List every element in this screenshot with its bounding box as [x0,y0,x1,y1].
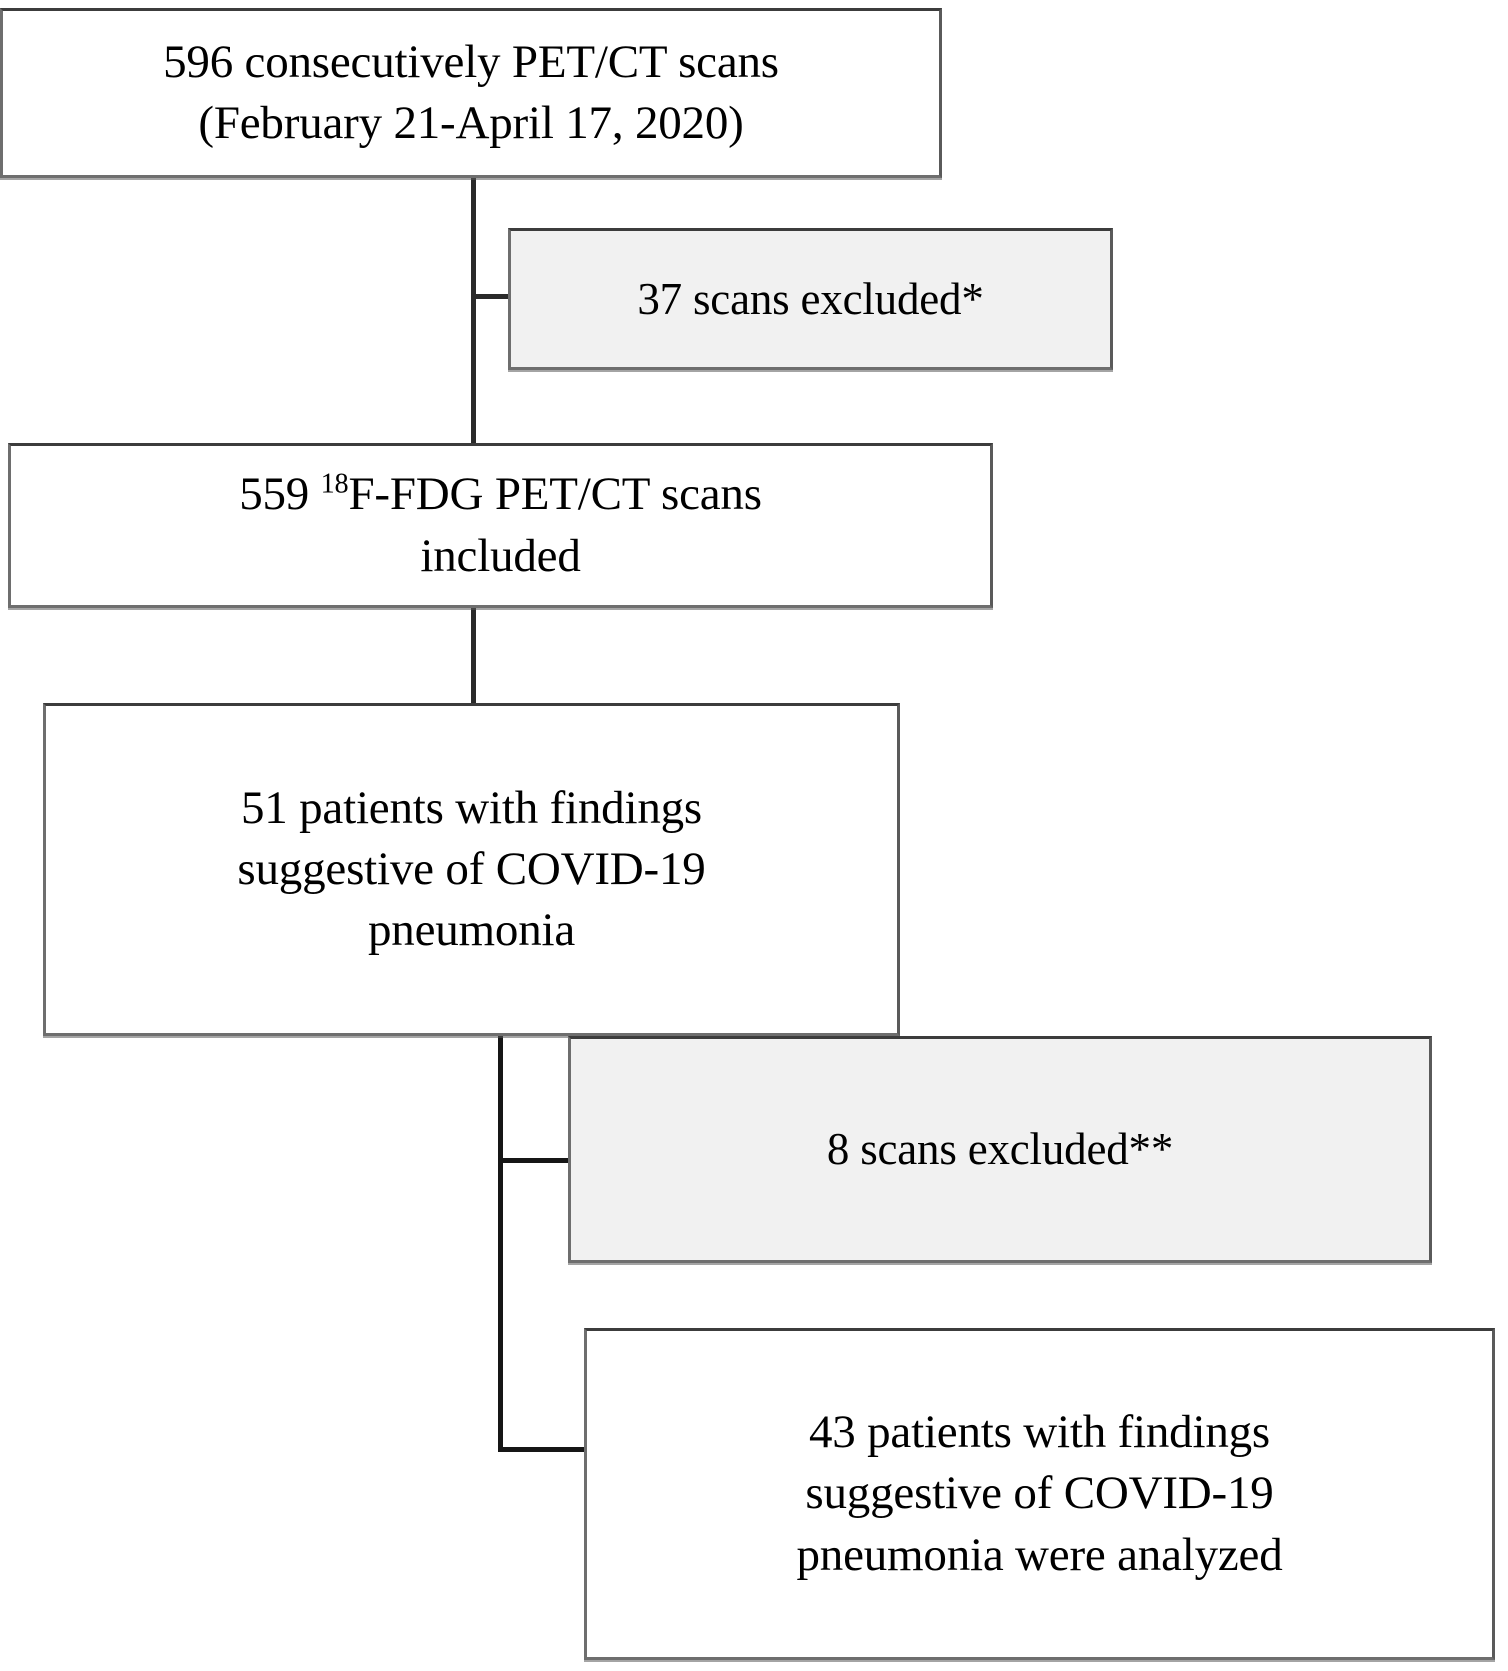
node-excluded-1: 37 scans excluded* [508,228,1113,370]
node-analyzed-43-line1: 43 patients with findings [808,1406,1271,1459]
connector-branch-excluded-1 [471,294,513,299]
node-analyzed-43: 43 patients with findings suggestive of … [584,1328,1495,1660]
node-suggestive-51-line3: pneumonia [367,904,576,957]
node-included-scans-prefix: 559 [239,468,321,521]
connector-total-to-included [471,176,476,446]
connector-suggestive-spine [498,1034,503,1452]
node-included-scans-suffix: F-FDG PET/CT scans [348,468,762,521]
node-suggestive-51-line1: 51 patients with findings [240,781,703,834]
node-excluded-2-label: 8 scans excluded** [826,1124,1174,1175]
node-total-scans-line1: 596 consecutively PET/CT scans [163,35,779,88]
node-included-scans-line2: included [420,529,581,582]
node-analyzed-43-line2: suggestive of COVID-19 [805,1467,1274,1520]
node-suggestive-51-text: 51 patients with findings suggestive of … [227,778,715,961]
node-included-scans: 559 18F-FDG PET/CT scans included [8,443,993,608]
connector-included-to-suggestive [471,606,476,706]
node-analyzed-43-line3: pneumonia were analyzed [796,1528,1283,1581]
node-suggestive-51-line2: suggestive of COVID-19 [237,842,706,895]
node-excluded-1-label: 37 scans excluded* [637,273,984,324]
node-suggestive-51: 51 patients with findings suggestive of … [43,703,900,1036]
node-excluded-2: 8 scans excluded** [568,1036,1432,1263]
node-analyzed-43-text: 43 patients with findings suggestive of … [786,1402,1292,1585]
node-included-scans-text: 559 18F-FDG PET/CT scans included [229,464,772,586]
node-total-scans-line2: (February 21-April 17, 2020) [198,97,744,149]
connector-branch-excluded-2 [498,1158,573,1163]
node-total-scans: 596 consecutively PET/CT scans (February… [0,8,942,178]
node-included-scans-superscript: 18 [320,468,349,500]
connector-elbow-to-analyzed [498,1447,588,1452]
node-total-scans-text: 596 consecutively PET/CT scans (February… [153,32,789,154]
